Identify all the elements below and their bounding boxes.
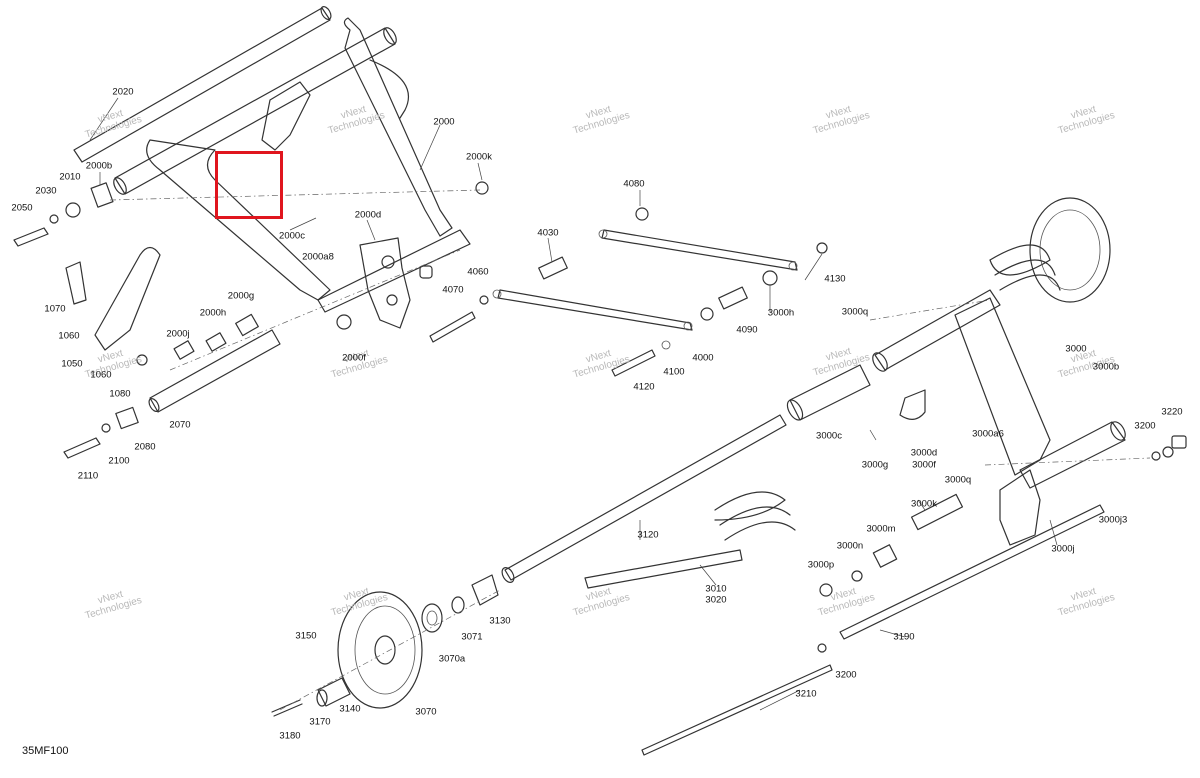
part-label: 3000p xyxy=(807,559,835,571)
part-label: 2000d xyxy=(354,209,382,221)
part-label: 3070 xyxy=(415,706,437,718)
leader-lines xyxy=(89,97,1058,711)
part-label: 2000a8 xyxy=(302,251,334,263)
part-label: 2000 xyxy=(433,116,455,128)
part-label: 3071 xyxy=(461,631,483,643)
part-label: 3140 xyxy=(339,703,361,715)
highlight-marker xyxy=(215,151,283,219)
part-label: 1060 xyxy=(90,369,112,381)
part-label: 3000b xyxy=(1092,361,1120,373)
sheet-code: 35MF100 xyxy=(22,745,69,757)
part-label: 2000h xyxy=(199,307,227,319)
idler-wheel-assembly xyxy=(271,574,501,717)
part-label: 1050 xyxy=(61,358,83,370)
part-label: 3000k xyxy=(911,498,937,510)
part-label: 2010 xyxy=(59,171,81,183)
part-label: 2000g xyxy=(227,290,255,302)
part-label: 3000g xyxy=(861,459,889,471)
part-label: 3200 xyxy=(1134,420,1156,432)
part-label: 2080 xyxy=(134,441,156,453)
part-label: 4070 xyxy=(442,284,464,296)
part-label: 3000d xyxy=(910,447,938,459)
part-label: 4080 xyxy=(623,178,645,190)
part-label: 2020 xyxy=(112,86,134,98)
part-label: 2070 xyxy=(169,419,191,431)
part-label: 3070a xyxy=(438,653,466,665)
part-label: 3000q xyxy=(944,474,972,486)
part-label: 3020 xyxy=(705,594,727,606)
part-label: 4100 xyxy=(663,366,685,378)
part-label: 2000k xyxy=(466,151,492,163)
part-label: 4000 xyxy=(692,352,714,364)
part-label: 3190 xyxy=(893,631,915,643)
part-label: 3000f xyxy=(912,459,936,471)
part-label: 3210 xyxy=(795,688,817,700)
part-label: 3000m xyxy=(866,523,896,535)
part-label: 3200 xyxy=(835,669,857,681)
part-label: 3150 xyxy=(295,630,317,642)
part-label: 3000q xyxy=(841,306,869,318)
part-label: 3170 xyxy=(309,716,331,728)
rear-arm-assembly xyxy=(501,197,1187,756)
part-label: 3000j3 xyxy=(1098,514,1128,526)
part-label: 3000a6 xyxy=(972,428,1004,440)
part-label: 4030 xyxy=(537,227,559,239)
part-label: 3180 xyxy=(279,730,301,742)
part-label: 2100 xyxy=(108,455,130,467)
part-label: 1060 xyxy=(58,330,80,342)
part-label: 3000j xyxy=(1051,543,1075,555)
part-label: 3000n xyxy=(836,540,864,552)
part-label: 3000c xyxy=(816,430,842,442)
part-label: 3010 xyxy=(705,583,727,595)
part-label: 3130 xyxy=(489,615,511,627)
part-label: 3220 xyxy=(1161,406,1183,418)
part-label: 2000f xyxy=(342,352,366,364)
part-label: 4060 xyxy=(467,266,489,278)
part-label: 4090 xyxy=(736,324,758,336)
part-label: 4120 xyxy=(633,381,655,393)
part-label: 1070 xyxy=(44,303,66,315)
part-label: 2030 xyxy=(35,185,57,197)
part-label: 3120 xyxy=(637,529,659,541)
link-rods xyxy=(492,207,828,377)
part-label: 2000j xyxy=(166,328,190,340)
part-label: 3000h xyxy=(767,307,795,319)
part-label: 4130 xyxy=(824,273,846,285)
front-arm-assembly xyxy=(13,6,489,459)
part-label: 2050 xyxy=(11,202,33,214)
part-label: 1080 xyxy=(109,388,131,400)
part-label: 2110 xyxy=(77,470,99,482)
part-label: 2000c xyxy=(279,230,305,242)
part-label: 2000b xyxy=(85,160,113,172)
part-label: 3000 xyxy=(1065,343,1087,355)
